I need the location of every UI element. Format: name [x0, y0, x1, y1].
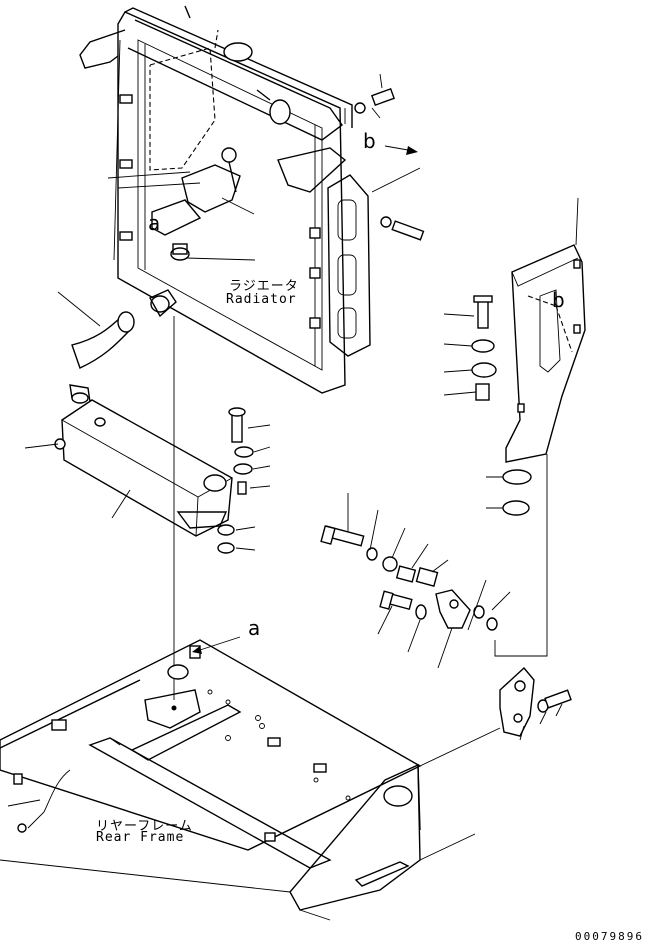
callout-b-right: b — [363, 129, 376, 153]
document-number: 00079896 — [575, 930, 644, 943]
callout-a-top: a — [148, 211, 161, 235]
lower-right-bracket — [499, 666, 572, 741]
radiator — [79, 5, 425, 394]
callout-a-bottom: a — [248, 616, 261, 640]
radiator-label-jp: ラジエータ — [229, 279, 299, 294]
mount-fasteners — [320, 454, 548, 669]
tank-fasteners — [217, 407, 271, 554]
rear-frame — [0, 636, 501, 921]
upper-hose — [57, 291, 135, 369]
rear-frame-label-jp: リヤーフレーム — [96, 819, 193, 834]
bracket-fasteners — [443, 295, 532, 516]
rear-frame-label-en: Rear Frame — [96, 830, 185, 845]
reservoir-tank — [24, 384, 233, 537]
radiator-leaders — [107, 107, 421, 261]
right-bracket — [505, 197, 586, 463]
callout-b-bracket: b — [552, 288, 565, 312]
radiator-label-en: Radiator — [226, 292, 297, 307]
